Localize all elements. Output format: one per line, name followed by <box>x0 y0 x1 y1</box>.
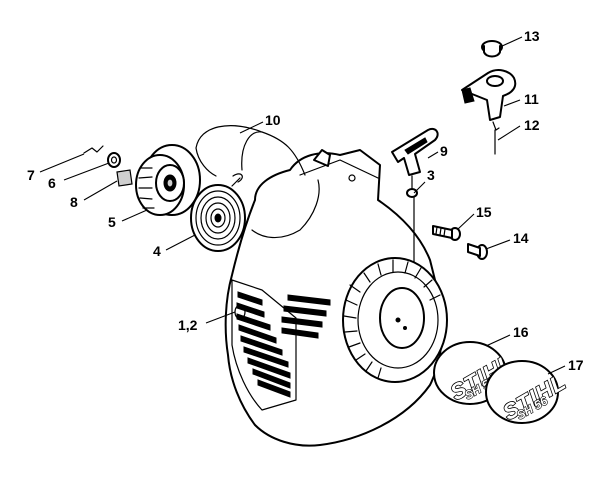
callout-13: 13 <box>524 28 540 44</box>
leader-12 <box>497 125 521 141</box>
rewind-spring <box>190 177 246 252</box>
callout-9: 9 <box>440 143 448 159</box>
leader-17 <box>547 365 566 375</box>
rope-rotor <box>135 144 201 216</box>
rope-guide-bushing <box>406 188 418 198</box>
callout-12: 12 <box>524 117 540 133</box>
rope-end-loop <box>232 173 243 183</box>
starter-grip-front <box>391 128 439 263</box>
leader-13 <box>499 36 523 48</box>
callout-7: 7 <box>27 167 35 183</box>
leader-15 <box>457 213 475 230</box>
starter-rope <box>195 125 306 177</box>
starter-cover-ring <box>342 257 448 383</box>
leader-4 <box>165 234 196 251</box>
callout-1-2: 1,2 <box>178 317 198 333</box>
leader-1-2 <box>205 311 236 324</box>
screw-14 <box>467 243 488 260</box>
starter-grip-alt <box>461 69 517 131</box>
callout-4: 4 <box>153 243 161 259</box>
washer <box>107 152 121 168</box>
callout-labels: 1,2 3 4 5 6 7 8 9 10 11 12 13 14 15 16 1… <box>27 28 584 373</box>
leader-8 <box>83 180 118 201</box>
callout-6: 6 <box>48 175 56 191</box>
pawl <box>116 169 133 187</box>
callout-17: 17 <box>568 357 584 373</box>
leader-7 <box>39 153 85 173</box>
callout-16: 16 <box>513 324 529 340</box>
leader-6 <box>63 162 110 181</box>
leader-5 <box>121 209 148 222</box>
callout-8: 8 <box>70 194 78 210</box>
callout-11: 11 <box>524 91 539 107</box>
grip-cap <box>481 40 503 58</box>
leader-14 <box>485 239 511 250</box>
leader-16 <box>485 334 511 347</box>
leader-lines <box>39 36 566 375</box>
screw-15 <box>432 225 461 241</box>
callout-10: 10 <box>265 112 281 128</box>
leader-11 <box>503 99 521 107</box>
leader-3 <box>413 181 426 194</box>
callout-15: 15 <box>476 204 492 220</box>
callout-14: 14 <box>513 230 529 246</box>
fan-housing <box>224 149 448 447</box>
badge-17: STIHL SH 56 <box>485 360 571 426</box>
upper-grille-slots <box>281 294 331 339</box>
callout-3: 3 <box>427 167 435 183</box>
leader-10 <box>239 121 264 134</box>
callout-5: 5 <box>108 214 116 230</box>
leader-9 <box>427 151 439 159</box>
spring-clip <box>83 145 104 154</box>
